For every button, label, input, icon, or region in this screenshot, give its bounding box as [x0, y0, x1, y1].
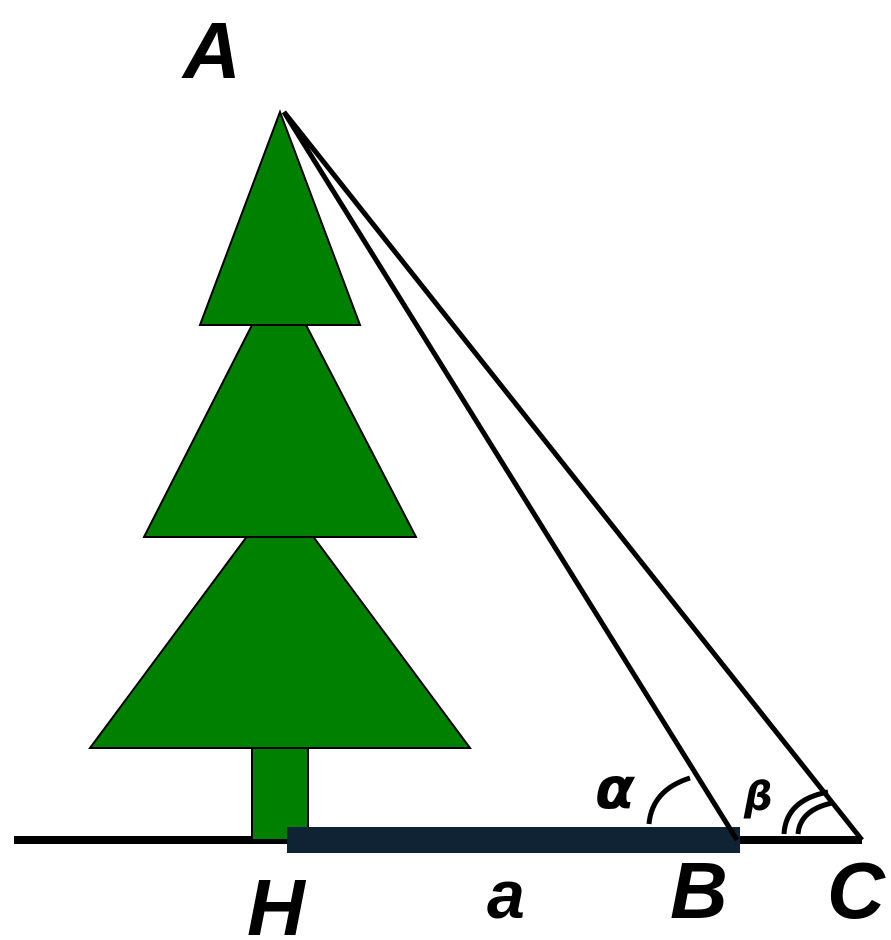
label-B: B	[670, 846, 728, 935]
tree-trunk	[251, 744, 309, 841]
label-a: a	[487, 857, 525, 933]
label-alpha: α	[595, 754, 636, 822]
line-AB	[281, 110, 740, 842]
tree-tier-bottom	[88, 534, 472, 749]
angle-beta-arc-outer	[781, 789, 829, 835]
tree-tier-top	[198, 109, 362, 326]
label-beta: β	[743, 774, 773, 820]
tree	[88, 109, 472, 841]
label-C: C	[827, 846, 886, 935]
angle-beta-arc-inner	[795, 800, 833, 835]
line-AC	[282, 110, 864, 842]
label-H: H	[247, 863, 307, 940]
angle-alpha-arc	[646, 775, 691, 825]
tree-tier-middle	[142, 324, 418, 538]
label-A: A	[181, 6, 241, 95]
